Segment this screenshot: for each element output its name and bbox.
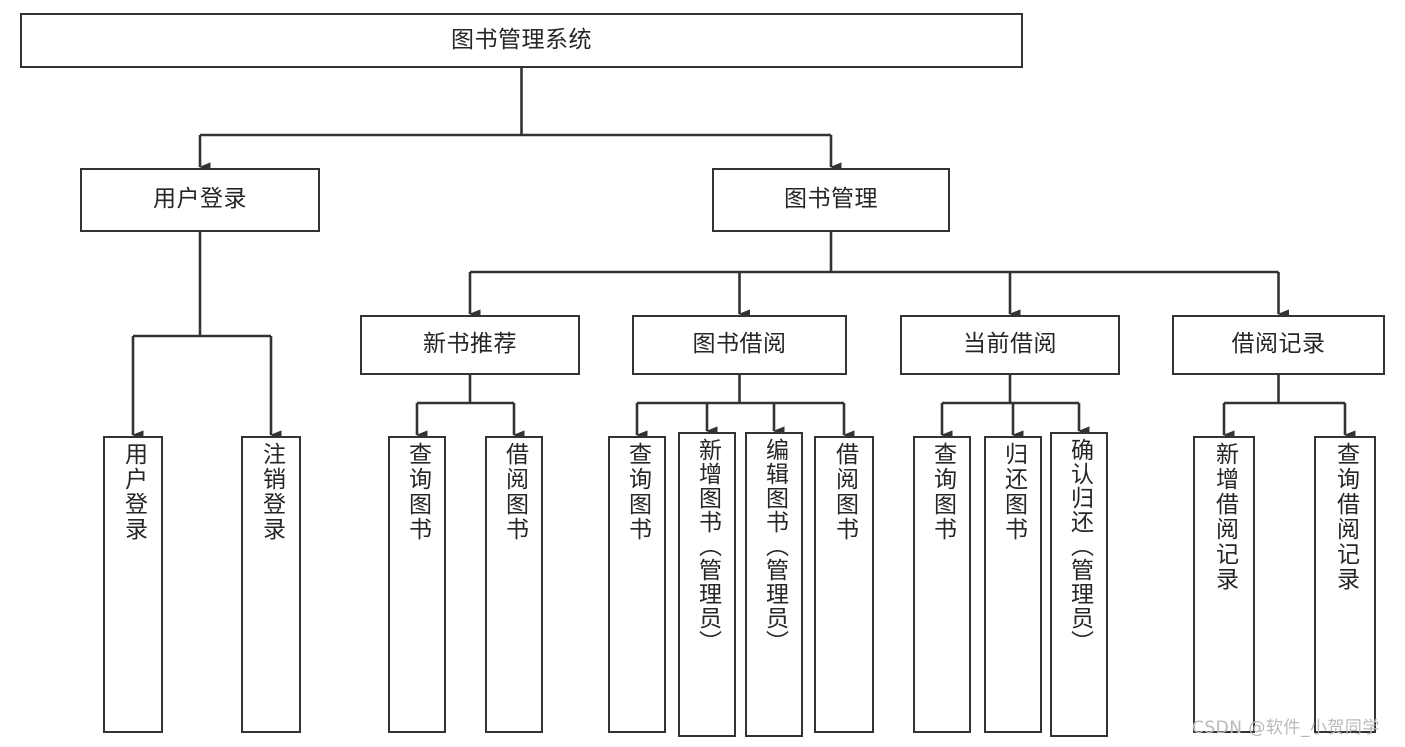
node-borrow-record-label: 借阅记录 <box>1231 331 1326 358</box>
leaf-borrow-book[interactable]: 借阅图书 <box>814 436 874 733</box>
leaf-query-book-new[interactable]: 查询图书 <box>388 436 446 733</box>
leaf-return-book-label: 归还图书 <box>1000 442 1027 542</box>
leaf-query-borrow-record[interactable]: 查询借阅记录 <box>1314 436 1376 733</box>
node-current-borrow-label: 当前借阅 <box>963 331 1057 358</box>
node-user-login-label: 用户登录 <box>153 186 247 213</box>
leaf-user-login-label: 用户登录 <box>120 442 147 542</box>
leaf-query-book-current-label: 查询图书 <box>929 442 956 542</box>
node-current-borrow[interactable]: 当前借阅 <box>900 315 1120 375</box>
node-book-borrow-label: 图书借阅 <box>692 331 787 358</box>
leaf-borrow-book-new-label: 借阅图书 <box>501 442 528 542</box>
leaf-query-book-borrow[interactable]: 查询图书 <box>608 436 666 733</box>
node-borrow-record[interactable]: 借阅记录 <box>1172 315 1385 375</box>
leaf-borrow-book-new[interactable]: 借阅图书 <box>485 436 543 733</box>
leaf-add-book-admin-label: 新增图书（管理员） <box>694 438 721 654</box>
leaf-return-book[interactable]: 归还图书 <box>984 436 1042 733</box>
leaf-edit-book-admin-label: 编辑图书（管理员） <box>761 438 788 654</box>
node-new-book-recommendation[interactable]: 新书推荐 <box>360 315 580 375</box>
leaf-query-book-current[interactable]: 查询图书 <box>913 436 971 733</box>
leaf-confirm-return-admin[interactable]: 确认归还（管理员） <box>1050 432 1108 737</box>
node-book-management-label: 图书管理 <box>784 186 878 213</box>
leaf-add-borrow-record[interactable]: 新增借阅记录 <box>1193 436 1255 733</box>
leaf-logout-login[interactable]: 注销登录 <box>241 436 301 733</box>
leaf-query-borrow-record-label: 查询借阅记录 <box>1332 442 1359 592</box>
node-root-label: 图书管理系统 <box>451 26 592 53</box>
leaf-edit-book-admin[interactable]: 编辑图书（管理员） <box>745 432 803 737</box>
node-book-management[interactable]: 图书管理 <box>712 168 950 232</box>
node-user-login[interactable]: 用户登录 <box>80 168 320 232</box>
leaf-user-login[interactable]: 用户登录 <box>103 436 163 733</box>
node-book-borrow[interactable]: 图书借阅 <box>632 315 847 375</box>
leaf-query-book-new-label: 查询图书 <box>404 442 431 542</box>
leaf-add-borrow-record-label: 新增借阅记录 <box>1211 442 1238 592</box>
leaf-query-book-borrow-label: 查询图书 <box>624 442 651 542</box>
node-new-book-recommendation-label: 新书推荐 <box>423 331 517 358</box>
leaf-logout-login-label: 注销登录 <box>258 442 285 542</box>
leaf-confirm-return-admin-label: 确认归还（管理员） <box>1066 438 1093 654</box>
leaf-borrow-book-label: 借阅图书 <box>831 442 858 542</box>
leaf-add-book-admin[interactable]: 新增图书（管理员） <box>678 432 736 737</box>
node-root[interactable]: 图书管理系统 <box>20 13 1023 68</box>
